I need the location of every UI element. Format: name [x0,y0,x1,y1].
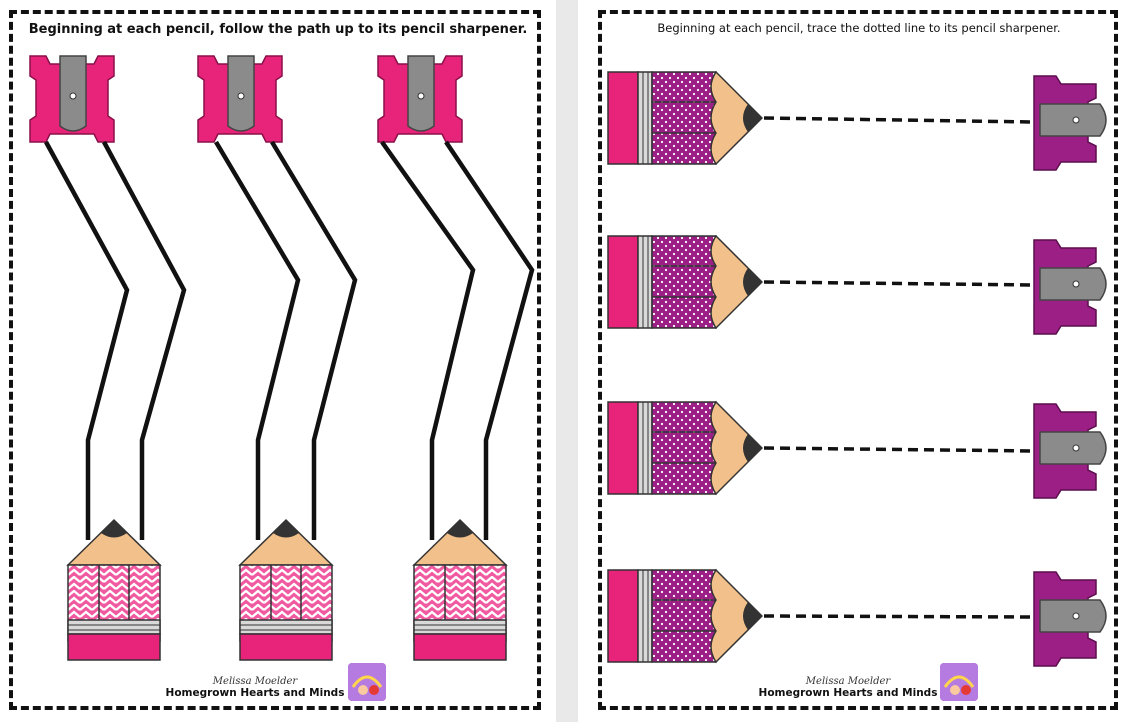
path-line [380,140,476,540]
pencil [607,569,763,663]
instruction-text: Beginning at each pencil, follow the pat… [28,22,528,37]
dashed-border [9,10,541,710]
path-line [44,140,130,540]
sharpener [1033,571,1107,667]
sharpener [1033,403,1107,499]
pencil [412,518,508,661]
path-line [214,140,301,540]
instruction-text: Beginning at each pencil, trace the dott… [657,21,1061,35]
sharpener [377,55,463,143]
worksheet-path-tracing: Beginning at each pencil, follow the pat… [0,0,556,722]
sharpener [1033,75,1107,171]
credit-block: Melissa Moelder Homegrown Hearts and Min… [738,676,958,699]
path-tracing-illustration [29,55,535,661]
pencil [66,518,162,661]
credit-signature: Melissa Moelder [805,676,891,687]
worksheet-dotted-line-tracing: Beginning at each pencil, trace the dott… [578,0,1140,722]
dotted-trace-line [763,280,1035,287]
dotted-line-illustration [607,71,1107,667]
dotted-trace-line [763,614,1035,619]
credit-block: Melissa Moelder Homegrown Hearts and Min… [150,676,360,699]
credit-brand: Homegrown Hearts and Minds [165,687,345,699]
pencil [607,235,763,329]
sharpener [29,55,115,143]
brand-logo-icon [940,663,978,701]
pencil [607,401,763,495]
brand-logo-icon [348,663,386,701]
sharpener [197,55,283,143]
pencil [607,71,763,165]
dashed-border [598,10,1118,710]
credit-signature: Melissa Moelder [212,676,298,687]
pencil [238,518,334,661]
path-line [102,140,187,540]
sharpener [1033,239,1107,335]
path-line [444,140,535,540]
dotted-trace-line [763,446,1035,453]
dotted-trace-line [763,116,1035,124]
credit-brand: Homegrown Hearts and Minds [758,687,938,699]
path-line [270,140,358,540]
